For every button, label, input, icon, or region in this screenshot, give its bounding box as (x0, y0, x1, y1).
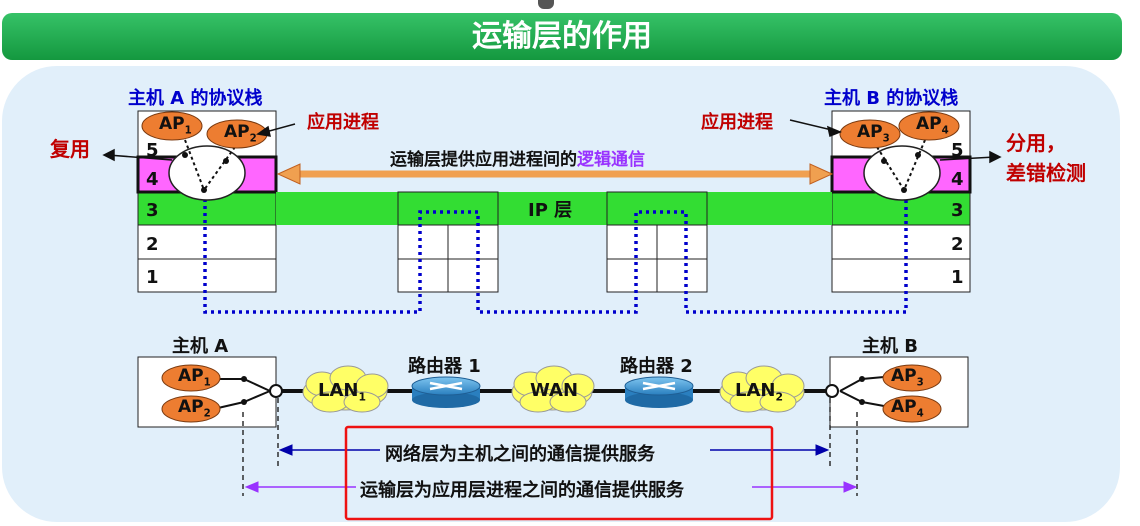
top-marker (538, 0, 554, 9)
stack-b-layer-2 (831, 224, 971, 260)
ap-base-text: AP (857, 122, 883, 142)
ap-base-text: AP (178, 366, 204, 386)
ip-layer-label: IP 层 (528, 200, 572, 221)
stack-a-layer-1 (137, 258, 277, 293)
stack-b-num-4: 4 (951, 169, 964, 190)
ap-base-text: AP (891, 397, 917, 417)
left-app-label: 应用进程 (307, 112, 379, 133)
lan-subscript: 2 (775, 390, 783, 404)
stack-b-num-5: 5 (951, 140, 964, 161)
stack-b-num-3: 3 (951, 200, 964, 221)
ip-layer-band (276, 192, 832, 225)
wan-cloud (511, 365, 595, 413)
ap1-top (141, 111, 203, 141)
lan-base-text: LAN (318, 380, 359, 401)
ap-subscript: 4 (941, 125, 949, 137)
ap-base-text: AP (178, 397, 204, 417)
page-title: 运输层的作用 (472, 19, 652, 54)
stack-b-layer-1 (831, 258, 971, 293)
lan-subscript: 1 (358, 390, 366, 404)
router-1-stack (397, 191, 499, 293)
lan-base-text: LAN (735, 380, 776, 401)
demux-label-line1: 分用， (1006, 131, 1066, 155)
mux-oval-a (168, 145, 246, 201)
router-2-label: 路由器 2 (620, 356, 693, 377)
stack-a-num-1: 1 (146, 267, 159, 288)
ap-base-text: AP (224, 122, 250, 142)
ap-base-text: AP (159, 114, 185, 134)
logical-comm-prefix: 运输层提供应用进程间的 (390, 150, 577, 170)
mux-connectors (184, 139, 926, 191)
ap3-host-b-label: AP3 (891, 366, 924, 388)
host-b-label: 主机 B (862, 336, 918, 357)
ap-subscript: 2 (203, 408, 211, 420)
ap-subscript: 1 (203, 377, 211, 389)
ap1-host-a-label: AP1 (178, 366, 211, 388)
router-2-stack (606, 191, 708, 293)
data-path (203, 192, 908, 314)
service-highlight-box (344, 425, 774, 521)
router-1-label: 路由器 1 (408, 356, 481, 377)
ap2-host-a (161, 395, 221, 423)
ap-subscript: 4 (916, 408, 924, 420)
lan1-label: LAN1 (318, 380, 366, 404)
stack-a-num-2: 2 (146, 234, 159, 255)
right-app-label: 应用进程 (701, 112, 773, 133)
stack-b-title: 主机 B 的协议栈 (824, 88, 959, 109)
ap-subscript: 1 (184, 125, 192, 137)
ap1-top-label: AP1 (159, 114, 192, 136)
ap3-host-b (882, 364, 942, 392)
mux-label: 复用 (50, 137, 90, 161)
lan2-label: LAN2 (735, 380, 783, 404)
stack-a-layer-2 (137, 224, 277, 260)
demux-label-line2: 差错检测 (1006, 161, 1086, 185)
network-service-label: 网络层为主机之间的通信提供服务 (385, 444, 655, 465)
ap2-top-label: AP2 (224, 122, 257, 144)
ap-base-text: AP (916, 114, 942, 134)
router-1-icon (411, 376, 481, 408)
ap-subscript: 3 (916, 377, 924, 389)
ap4-top-label: AP4 (916, 114, 949, 136)
stack-a-num-5: 5 (146, 140, 159, 161)
wan-label: WAN (530, 380, 579, 401)
ap4-host-b-label: AP4 (891, 397, 924, 419)
logical-comm-highlight: 逻辑通信 (577, 150, 645, 170)
stack-b-num-2: 2 (951, 234, 964, 255)
lan1-cloud (302, 365, 389, 413)
ap2-host-a-label: AP2 (178, 397, 211, 419)
ap3-top (839, 119, 901, 149)
stack-b-num-1: 1 (951, 267, 964, 288)
ap4-host-b (882, 395, 942, 423)
ap3-top-label: AP3 (857, 122, 890, 144)
ap1-host-a (161, 364, 221, 392)
ap-base-text: AP (891, 366, 917, 386)
transport-service-label: 运输层为应用层进程之间的通信提供服务 (360, 480, 684, 501)
logical-comm-label: 运输层提供应用进程间的逻辑通信 (390, 145, 645, 170)
lan2-cloud (719, 365, 805, 413)
logical-comm-arrow (276, 163, 834, 185)
ap-subscript: 2 (249, 133, 257, 145)
stack-a-num-3: 3 (146, 200, 159, 221)
host-a-label: 主机 A (172, 336, 229, 357)
ap-subscript: 3 (882, 133, 890, 145)
stack-a-title: 主机 A 的协议栈 (128, 88, 263, 109)
router-2-icon (624, 376, 694, 408)
ap4-top (898, 111, 960, 141)
stack-a-num-4: 4 (146, 169, 159, 190)
title-banner: 运输层的作用 (2, 13, 1122, 60)
